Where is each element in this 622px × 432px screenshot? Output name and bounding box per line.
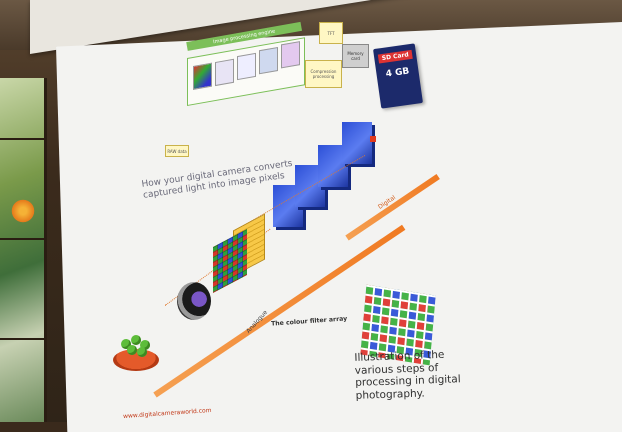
bowl [113,349,159,371]
projected-slide: Image processing engine TFT Compression … [95,0,575,422]
engine-step-thumbnail [193,62,212,90]
processing-cube [342,122,376,164]
window-lead-line [0,338,44,340]
sd-card-label: SD Card [377,49,413,64]
stained-glass-window [0,78,47,422]
fruit [137,347,147,357]
fruit [127,345,137,355]
fruit [131,335,141,345]
window-lead-line [0,238,44,240]
slide-heading: How your digital camera converts capture… [141,158,294,201]
memory-card-box: Memory card [342,44,369,68]
cfa-title: The colour filter array [270,315,348,328]
illustration-caption: Illustration of the various steps of pro… [354,348,461,402]
sensor-bayer-pattern [213,228,247,294]
raw-data-box: RAW data [165,145,189,157]
compression-box: Compression processing [305,60,342,88]
engine-step-thumbnail [259,46,278,75]
sd-card-graphic: SD Card 4 GB [373,43,423,109]
flower-motif [10,198,36,224]
sd-card-capacity: 4 GB [385,66,410,80]
fruit [121,339,131,349]
fruit [140,340,150,350]
fruit-bowl-subject [113,335,159,371]
window-lead-line [0,138,44,140]
engine-step-thumbnail [215,58,234,87]
source-url: www.digitalcameraworld.com [122,406,212,421]
engine-step-thumbnail [237,52,256,81]
camera-lens [177,282,211,320]
engine-step-thumbnail [281,41,300,69]
tft-box: TFT [319,22,343,44]
